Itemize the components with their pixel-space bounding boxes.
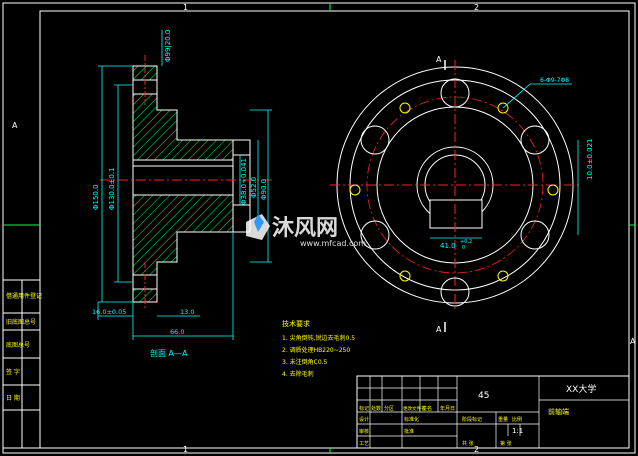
tech-note-4: 4. 去除毛刺 — [282, 370, 314, 378]
tb-role-review: 审核 — [359, 428, 369, 435]
watermark-url: www.mfcad.com — [300, 239, 366, 248]
watermark: 沐风网 www.mfcad.com — [246, 214, 366, 248]
strip-label-4: 签 字 — [6, 368, 20, 376]
dim-bore-diameter: Φ38.0+0.041 — [240, 158, 248, 205]
section-view: Φ99|20.0 Φ150.0 Φ130.0±0.1 Φ90.0 Φ52.0 Φ… — [92, 30, 275, 358]
dim-recess-diameter: Φ52.0 — [250, 177, 258, 198]
zone-mark-bottom-1: 1 — [183, 445, 188, 454]
tb-role-design: 设计 — [359, 416, 369, 423]
tb-stage-mark: 阶段标记 — [462, 416, 482, 423]
tb-role-process: 工艺 — [359, 441, 369, 447]
tb-role-standard: 标准化 — [404, 416, 419, 423]
tb-material: 45 — [478, 391, 489, 401]
dim-hub-diameter: Φ90.0 — [260, 179, 268, 200]
zone-mark-top-1: 1 — [183, 3, 188, 12]
title-block: 标记 处数 分区 更改文件号 签名 年月日 设计 审核 工艺 标准化 批准 阶段… — [356, 375, 630, 449]
hole-callout: 6-Φ9-7Φ8 — [540, 77, 569, 84]
dim-total-length: 66.0 — [170, 328, 184, 336]
tb-sheet-total: 共 张 — [462, 440, 474, 447]
technical-notes: 技术要求 1. 尖角倒钝,锐边去毛刺0.5 2. 调质处理HB220~250 3… — [282, 319, 355, 378]
tb-scale-value: 1:1 — [512, 427, 523, 435]
tb-row-label-4: 更改文件号 — [403, 405, 426, 412]
side-mark-left: A — [12, 121, 18, 130]
strip-label-2: 旧底图总号 — [6, 318, 36, 326]
tb-row-label-6: 年月日 — [440, 405, 455, 412]
section-hatch-bottom — [132, 194, 234, 303]
dim-keyway-tolerance-lower: 0 — [462, 245, 465, 251]
strip-label-1: 借通用件登记 — [6, 292, 42, 300]
section-caption: 剖面 A—A — [150, 348, 188, 358]
tb-row-label-2: 处数 — [371, 405, 381, 412]
dim-vertical: 10.0±0.021 — [586, 139, 594, 181]
tb-sheet-number: 第 张 — [500, 440, 512, 447]
dim-keyway-tolerance: +0.2 — [460, 239, 472, 245]
strip-label-5: 日 期 — [6, 394, 20, 402]
tech-note-3: 3. 未注倒角C0.5 — [282, 358, 328, 366]
tb-weight: 重量 — [498, 416, 508, 423]
front-view: A A — [330, 55, 594, 334]
tb-role-approve: 批准 — [404, 428, 414, 435]
dim-keyway: 41.0 — [440, 242, 456, 250]
dim-flange-thickness: 16.0±0.05 — [92, 308, 126, 316]
tech-note-1: 1. 尖角倒钝,锐边去毛刺0.5 — [282, 334, 355, 342]
dim-top-hole: Φ99|20.0 — [164, 30, 172, 62]
tb-row-label-3: 分区 — [384, 405, 394, 412]
tb-row-label-5: 签名 — [422, 405, 432, 412]
side-mark-right: A — [630, 337, 636, 346]
zone-mark-bottom-2: 2 — [474, 445, 479, 454]
tb-scale-label: 比例 — [512, 416, 522, 423]
dim-pitch-diameter: Φ130.0±0.1 — [108, 167, 116, 210]
tb-row-label-1: 标记 — [359, 405, 369, 412]
section-marker-bottom: A — [436, 325, 442, 334]
watermark-brand: 沐风网 — [272, 216, 338, 241]
tb-part-name: 前轴端 — [548, 407, 569, 416]
tech-note-2: 2. 调质处理HB220~250 — [282, 346, 350, 354]
dim-step-length: 13.0 — [180, 308, 194, 316]
strip-label-3: 底图总号 — [6, 341, 30, 349]
tech-notes-title: 技术要求 — [282, 319, 310, 328]
zone-mark-top-2: 2 — [474, 3, 479, 12]
dim-outer-diameter: Φ150.0 — [92, 184, 100, 210]
tb-school: XX大学 — [566, 383, 596, 395]
section-marker-top: A — [436, 55, 442, 64]
left-info-strip: 借通用件登记 旧底图总号 底图总号 签 字 日 期 — [2, 279, 42, 449]
